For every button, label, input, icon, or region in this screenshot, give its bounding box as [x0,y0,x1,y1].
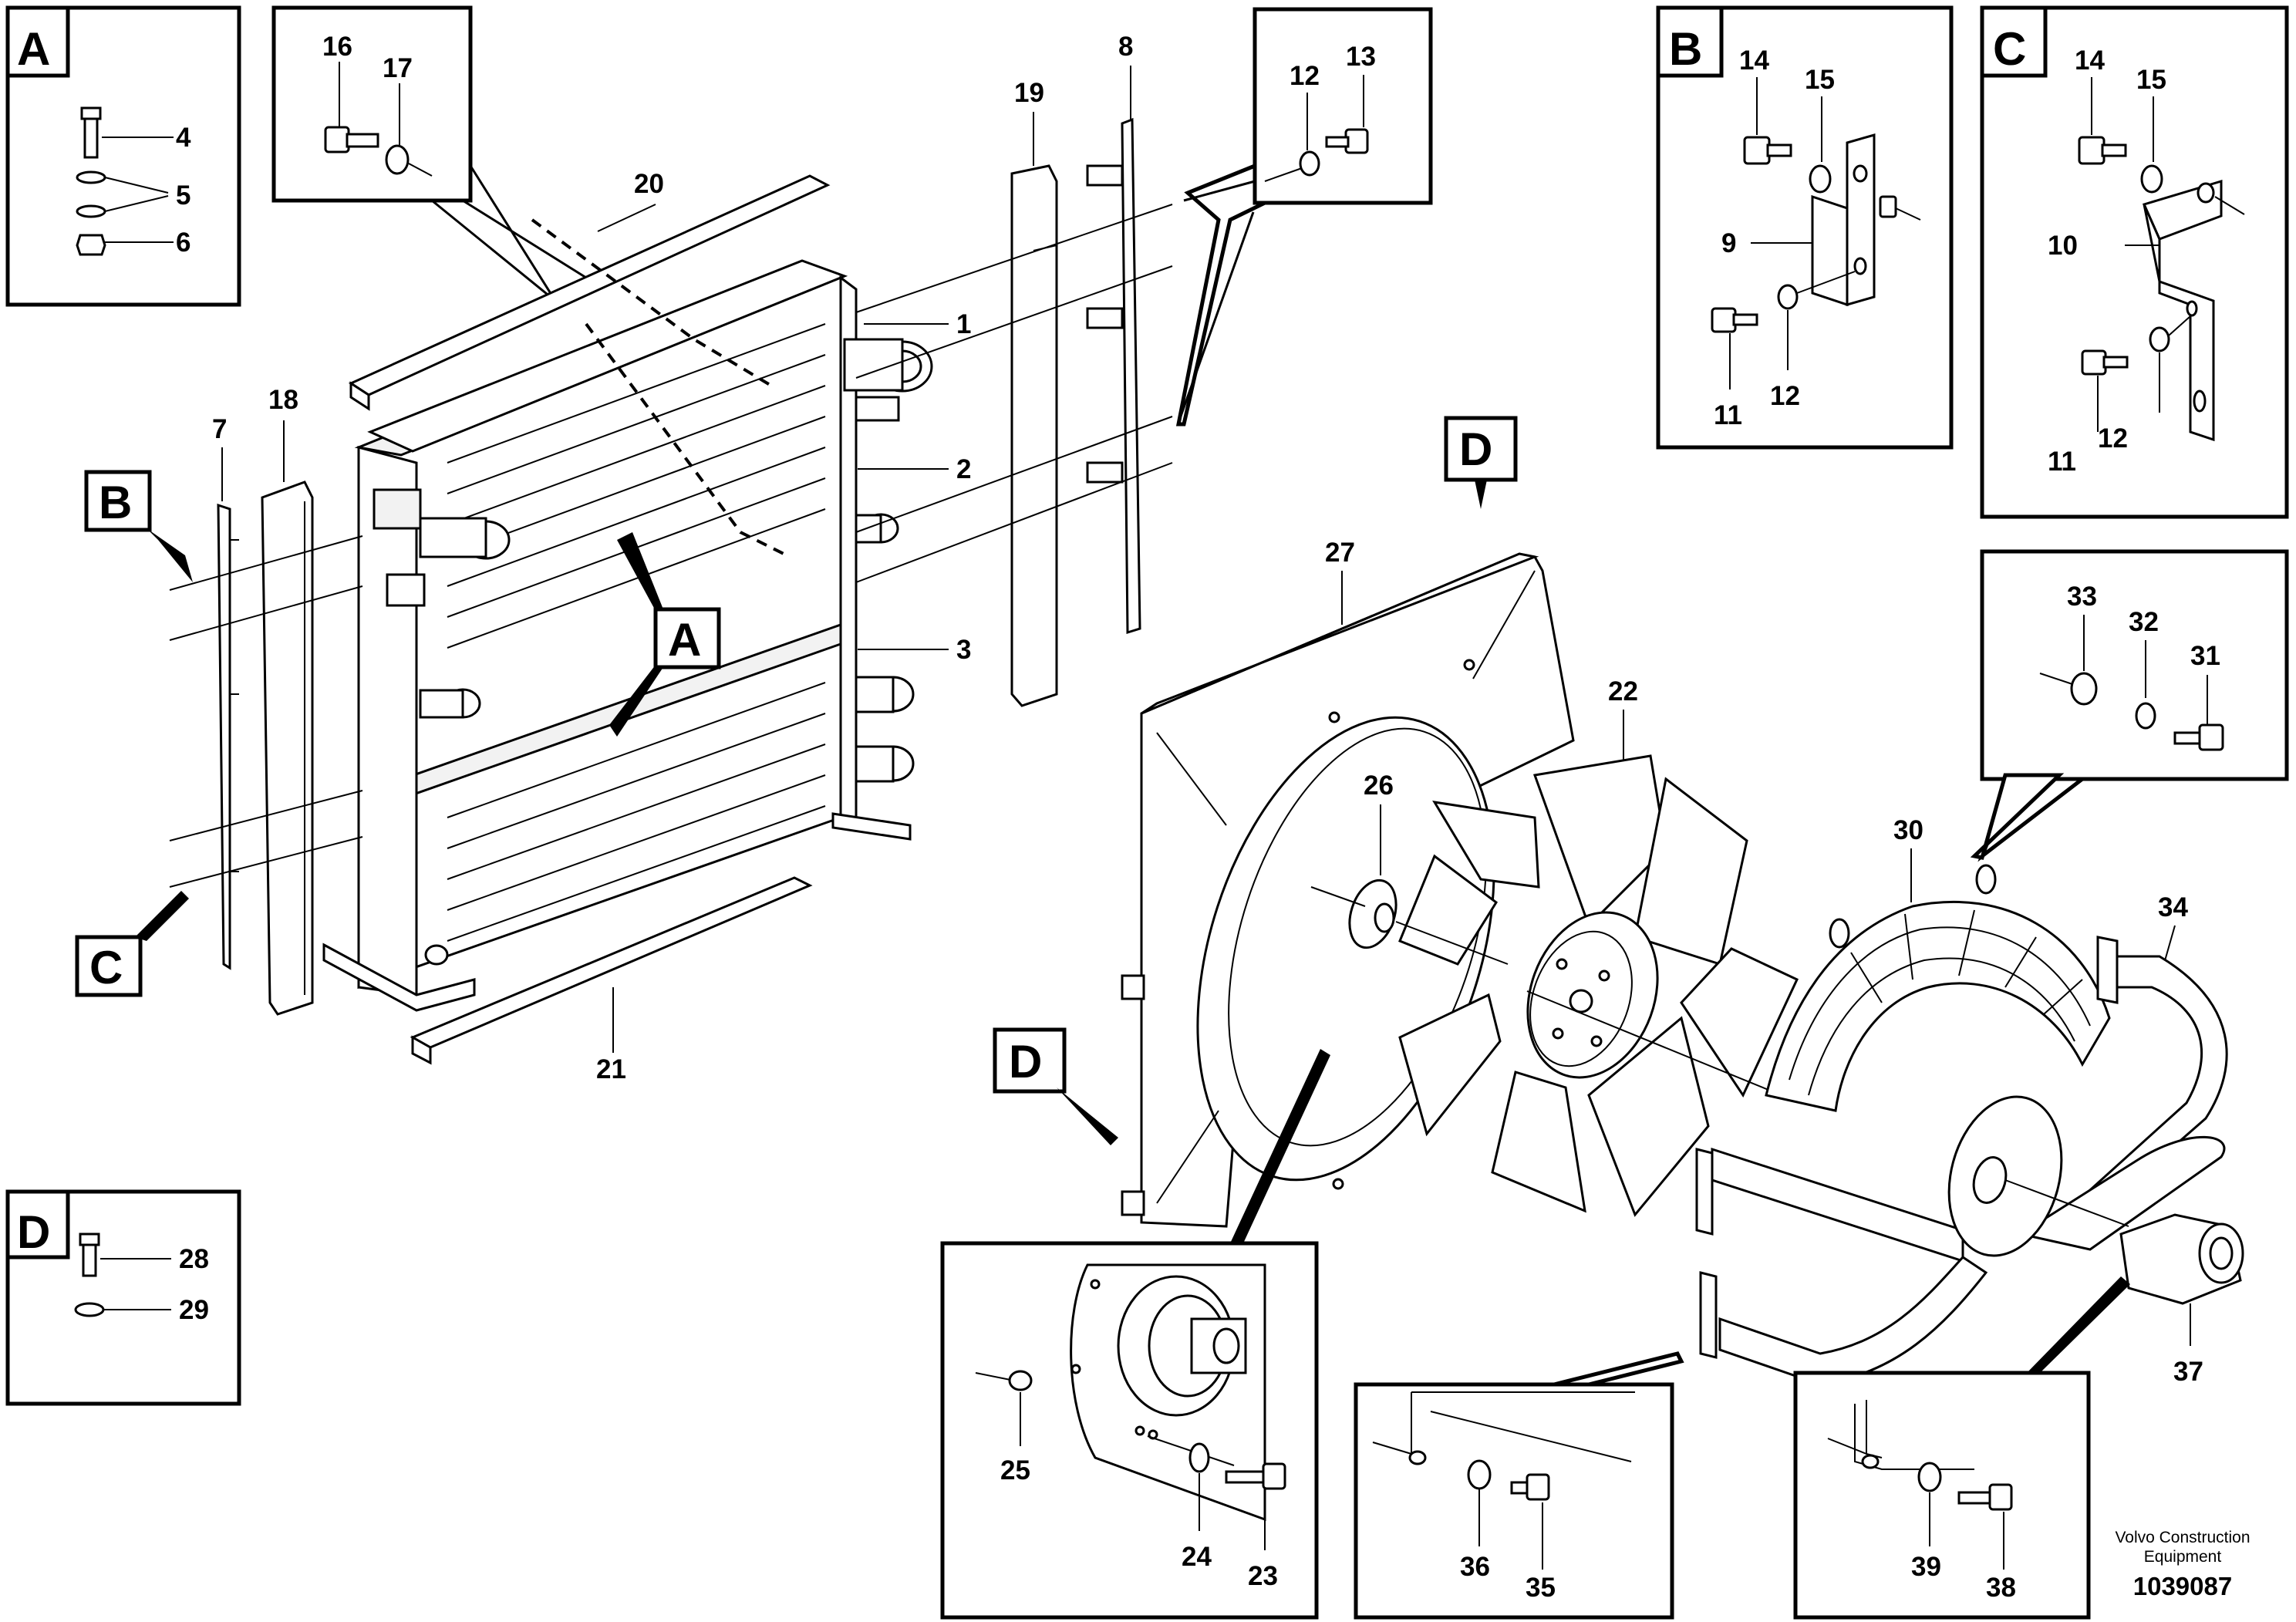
lower-core-fins [447,682,826,942]
part-11-label-b: 11 [1714,400,1742,430]
part-28-label: 28 [179,1244,209,1274]
callout-d-left-text: D [1009,1036,1042,1088]
inset-washer-screw: 12 13 [1175,7,1433,427]
inset-d: D 28 29 [5,1189,241,1406]
fan-assembly: 22 26 [1310,676,1799,1217]
callout-a-box [653,607,721,669]
inset-b: B 14 15 9 11 12 [1656,5,1954,450]
part-33-label: 33 [2067,582,2097,612]
part-17-label: 17 [383,53,413,83]
part-18-label: 18 [268,385,298,415]
brand-line-1: Volvo Construction [2115,1529,2250,1546]
inset-screw-washers: 33 32 31 [1970,549,2289,862]
callout-d-top-box [1444,416,1518,482]
inset-b-label: B [1669,23,1702,75]
part-9-label: 9 [1721,228,1736,258]
part-37-label: 37 [2173,1357,2203,1387]
part-21-label: 21 [596,1054,626,1084]
part-35-label: 35 [1526,1573,1556,1603]
part-6-label: 6 [176,228,190,258]
document-number: 1039087 [2133,1572,2232,1600]
callout-b-text: B [99,477,132,528]
upper-core-fins [447,323,826,649]
part-3-label: 3 [956,635,971,665]
inset-a-label: A [17,23,50,75]
brand-line-2: Equipment [2144,1548,2222,1566]
inset-c-label: C [1993,23,2026,75]
part-31-label: 31 [2190,641,2220,671]
part-25-label: 25 [1000,1455,1030,1485]
inset-bracket-bolt: 36 35 [1354,1351,1684,1620]
part-13-label: 13 [1346,42,1376,72]
inset-d-label: D [17,1206,50,1258]
right-seals: 19 8 [855,32,1173,707]
part-32-label: 32 [2129,607,2159,637]
part-12-label-top: 12 [1290,61,1320,91]
part-29-label: 29 [179,1295,209,1325]
part-15-label-c: 15 [2136,65,2166,95]
inset-motor-bolt: 39 38 [1793,1276,2130,1620]
part-2-label: 2 [956,454,971,484]
part-34-label: 34 [2158,892,2188,922]
motor-guard-assembly: 30 34 37 [1695,815,2244,1387]
inset-c: C 14 15 10 11 12 [1980,5,2289,519]
part-5-label: 5 [176,180,190,211]
part-27-label: 27 [1325,538,1355,568]
part-26-label: 26 [1364,771,1394,801]
footer: Volvo Construction Equipment 1039087 [2115,1529,2250,1600]
part-10-label: 10 [2048,231,2078,261]
inset-bolt-washer: 16 17 [271,5,587,302]
radiator-assembly: 20 21 [322,169,971,1084]
part-24-label: 24 [1182,1542,1212,1572]
part-36-label: 36 [1460,1552,1490,1582]
callout-d-top-text: D [1459,423,1492,475]
part-30-label: 30 [1893,815,1923,845]
part-8-label: 8 [1118,32,1133,62]
part-4-label: 4 [176,123,191,153]
part-39-label: 39 [1911,1552,1941,1582]
part-23-label: 23 [1248,1561,1278,1591]
part-12-label-c: 12 [2098,423,2128,454]
part-19-label: 19 [1014,78,1044,108]
callout-c-text: C [89,942,123,993]
part-20-label: 20 [634,169,664,199]
part-15-label-b: 15 [1805,65,1835,95]
part-14-label-b: 14 [1739,46,1769,76]
part-14-label-c: 14 [2075,46,2105,76]
left-seals: 7 18 B C [75,385,363,1016]
part-7-label: 7 [212,414,227,444]
part-1-label: 1 [956,309,971,339]
callout-a-text: A [668,614,701,666]
part-22-label: 22 [1608,676,1638,706]
part-16-label: 16 [322,32,352,62]
part-38-label: 38 [1986,1573,2016,1603]
part-12-label-b: 12 [1770,381,1800,411]
part-11-label-c: 11 [2048,447,2076,477]
inset-a: A 4 5 6 [5,5,241,307]
inset-flange-bolts: 25 24 23 [940,1049,1330,1620]
